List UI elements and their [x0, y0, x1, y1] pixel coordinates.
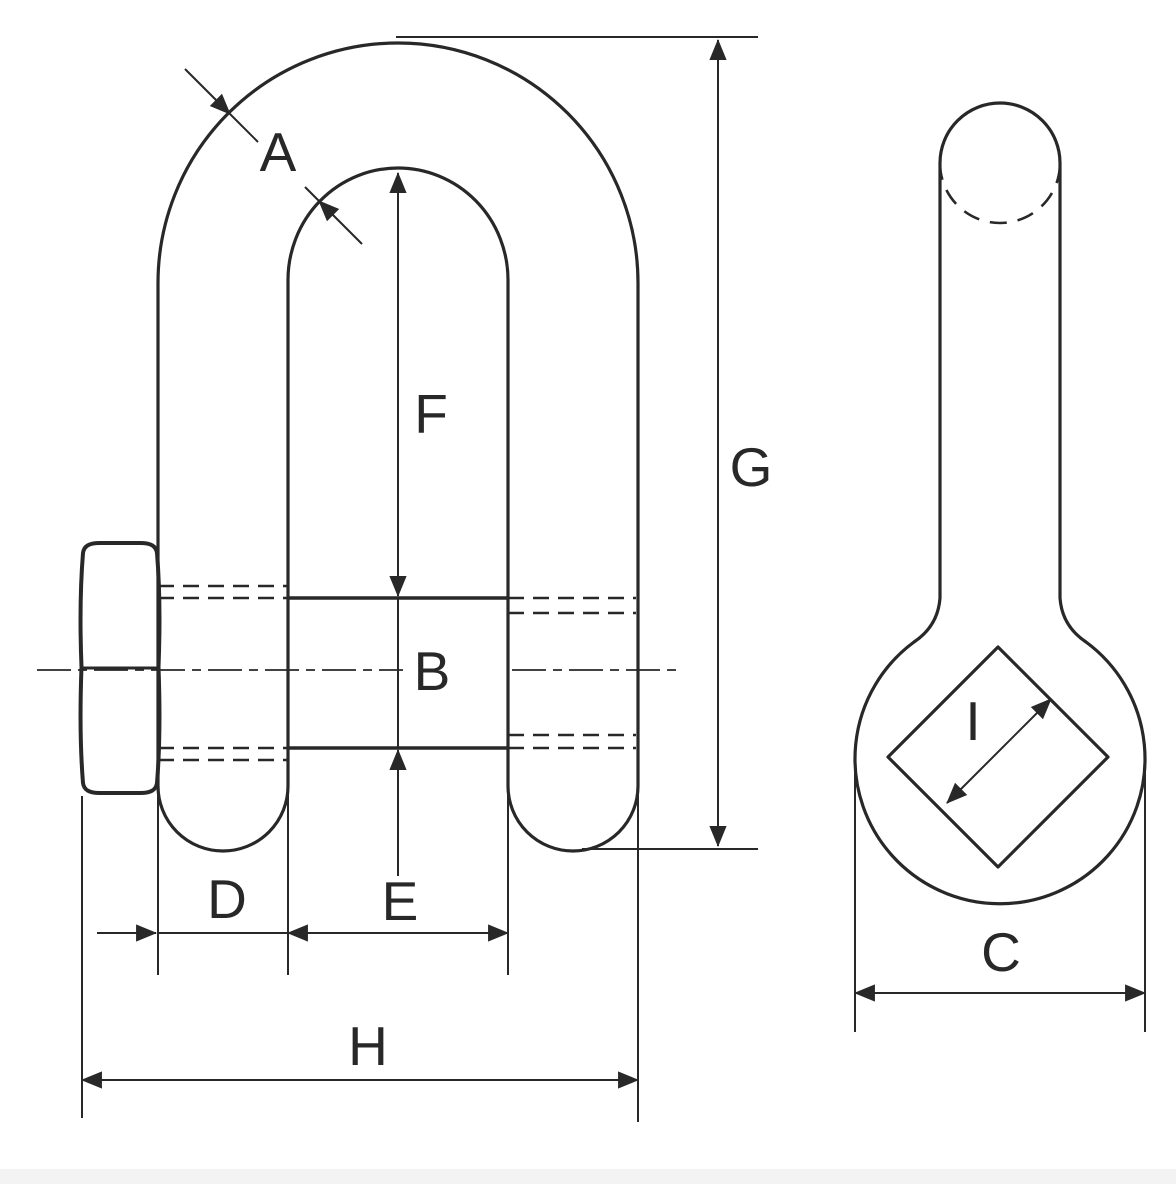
dimension-labels: A F B G D E H C I [207, 121, 1021, 1077]
dim-a-outer-tick [229, 113, 259, 143]
dim-label-h: H [348, 1015, 388, 1077]
dim-label-e: E [382, 870, 419, 932]
dim-label-i: I [965, 690, 980, 752]
shackle-body-outline [156, 41, 640, 853]
hidden-bar-end-arc [938, 162, 1062, 225]
shackle-side-view [853, 101, 1147, 906]
dim-label-b: B [414, 640, 451, 702]
dim-i-line [946, 698, 1052, 804]
dim-label-c: C [981, 921, 1021, 983]
footer-bar [0, 1169, 1176, 1184]
side-profile-outline [853, 101, 1147, 906]
pin-head-outline [78, 541, 162, 795]
dim-a-outer-leader [184, 68, 231, 115]
dim-label-g: G [730, 436, 773, 498]
dim-label-d: D [207, 868, 247, 930]
dim-label-a: A [260, 121, 297, 183]
hidden-pin-lines [158, 584, 636, 762]
dim-a-inner-leader [318, 200, 363, 245]
dim-a-inner-tick [304, 186, 320, 202]
dimension-annotations [80, 36, 1147, 1122]
dim-label-f: F [414, 383, 448, 445]
square-pin-hole [886, 645, 1110, 869]
